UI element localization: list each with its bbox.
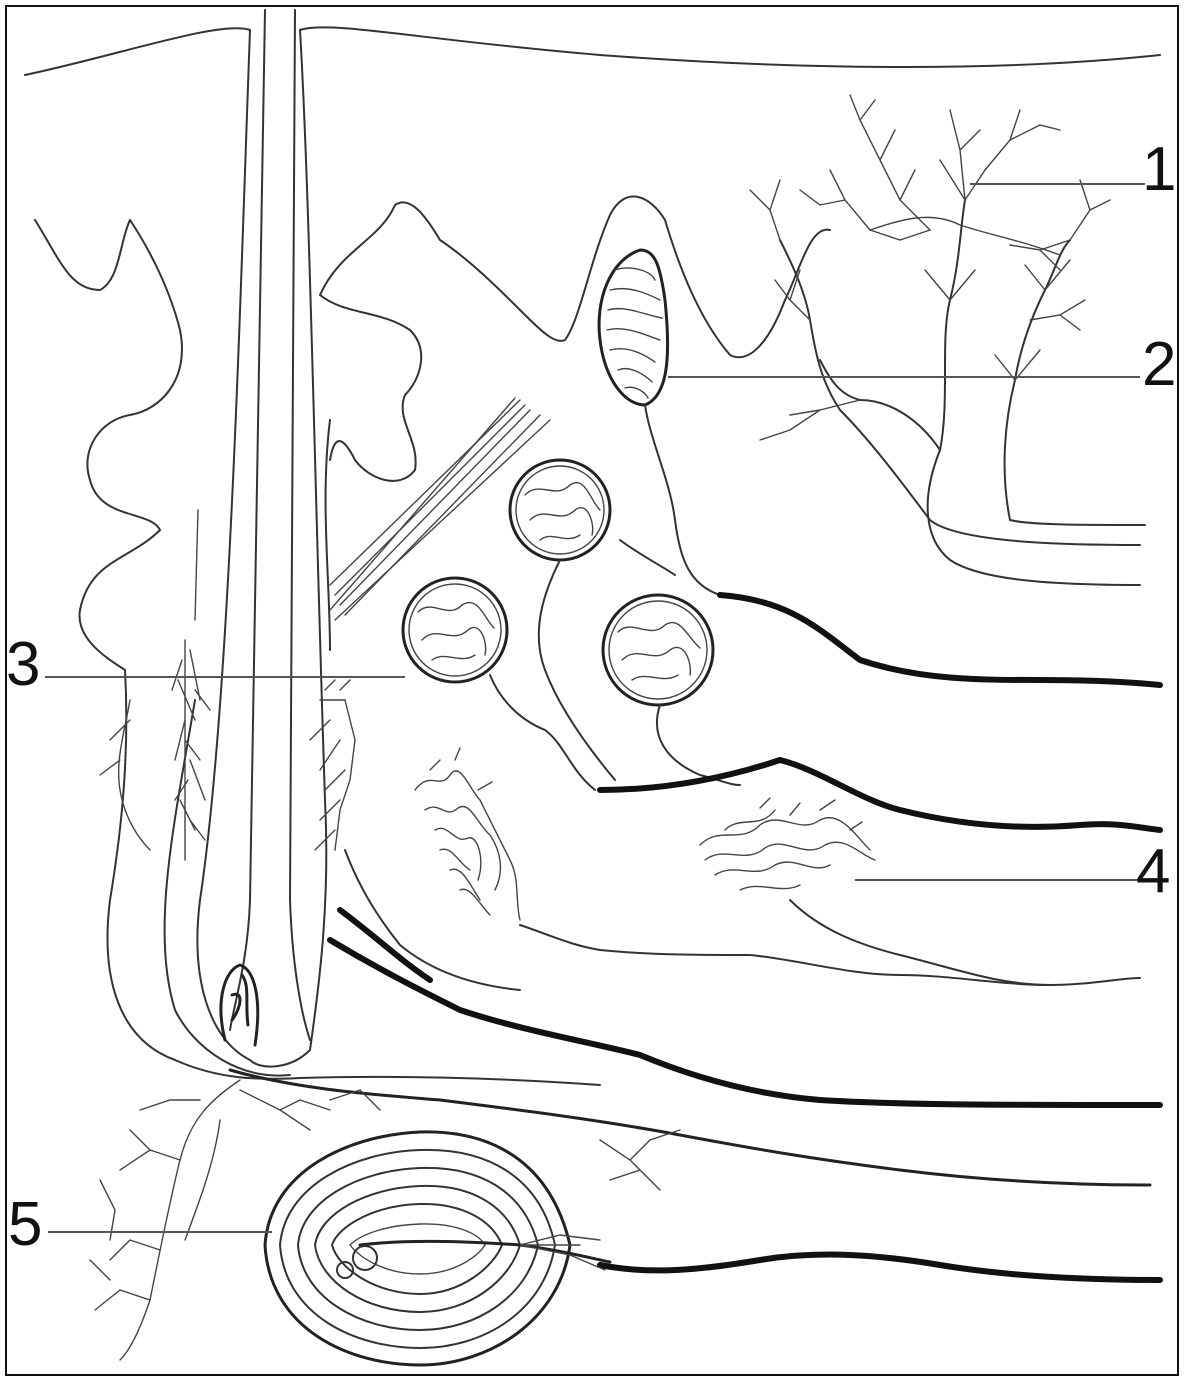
meissner-corpuscle — [599, 250, 720, 595]
callout-4: 4 — [1136, 837, 1170, 906]
krause-end-bulb-left — [403, 578, 595, 790]
callout-2: 2 — [1142, 330, 1176, 399]
hair-shaft-left — [230, 10, 265, 1030]
follicle-sheath-left — [165, 700, 290, 1076]
hair-shaft-right — [290, 10, 310, 1040]
hair-papilla — [221, 965, 258, 1045]
hair-follicle-nerve-endings — [100, 510, 355, 860]
pacinian-corpuscle — [265, 1132, 610, 1365]
epidermis-left-fold — [320, 295, 421, 481]
krause-end-bulb-upper — [510, 460, 675, 780]
epidermis-border — [320, 196, 830, 357]
sebaceous-gland-outline — [35, 220, 182, 670]
callout-3: 3 — [6, 630, 40, 699]
callout-1: 1 — [1142, 135, 1176, 204]
callout-5: 5 — [8, 1190, 42, 1259]
hair-follicle-outer-left — [197, 30, 250, 1060]
follicle-sheath-right — [326, 420, 330, 650]
free-nerve-endings — [750, 95, 1145, 585]
krause-end-bulb-right — [603, 595, 740, 785]
skin-surface — [25, 27, 1160, 75]
deep-nerve-branches — [90, 1080, 680, 1360]
